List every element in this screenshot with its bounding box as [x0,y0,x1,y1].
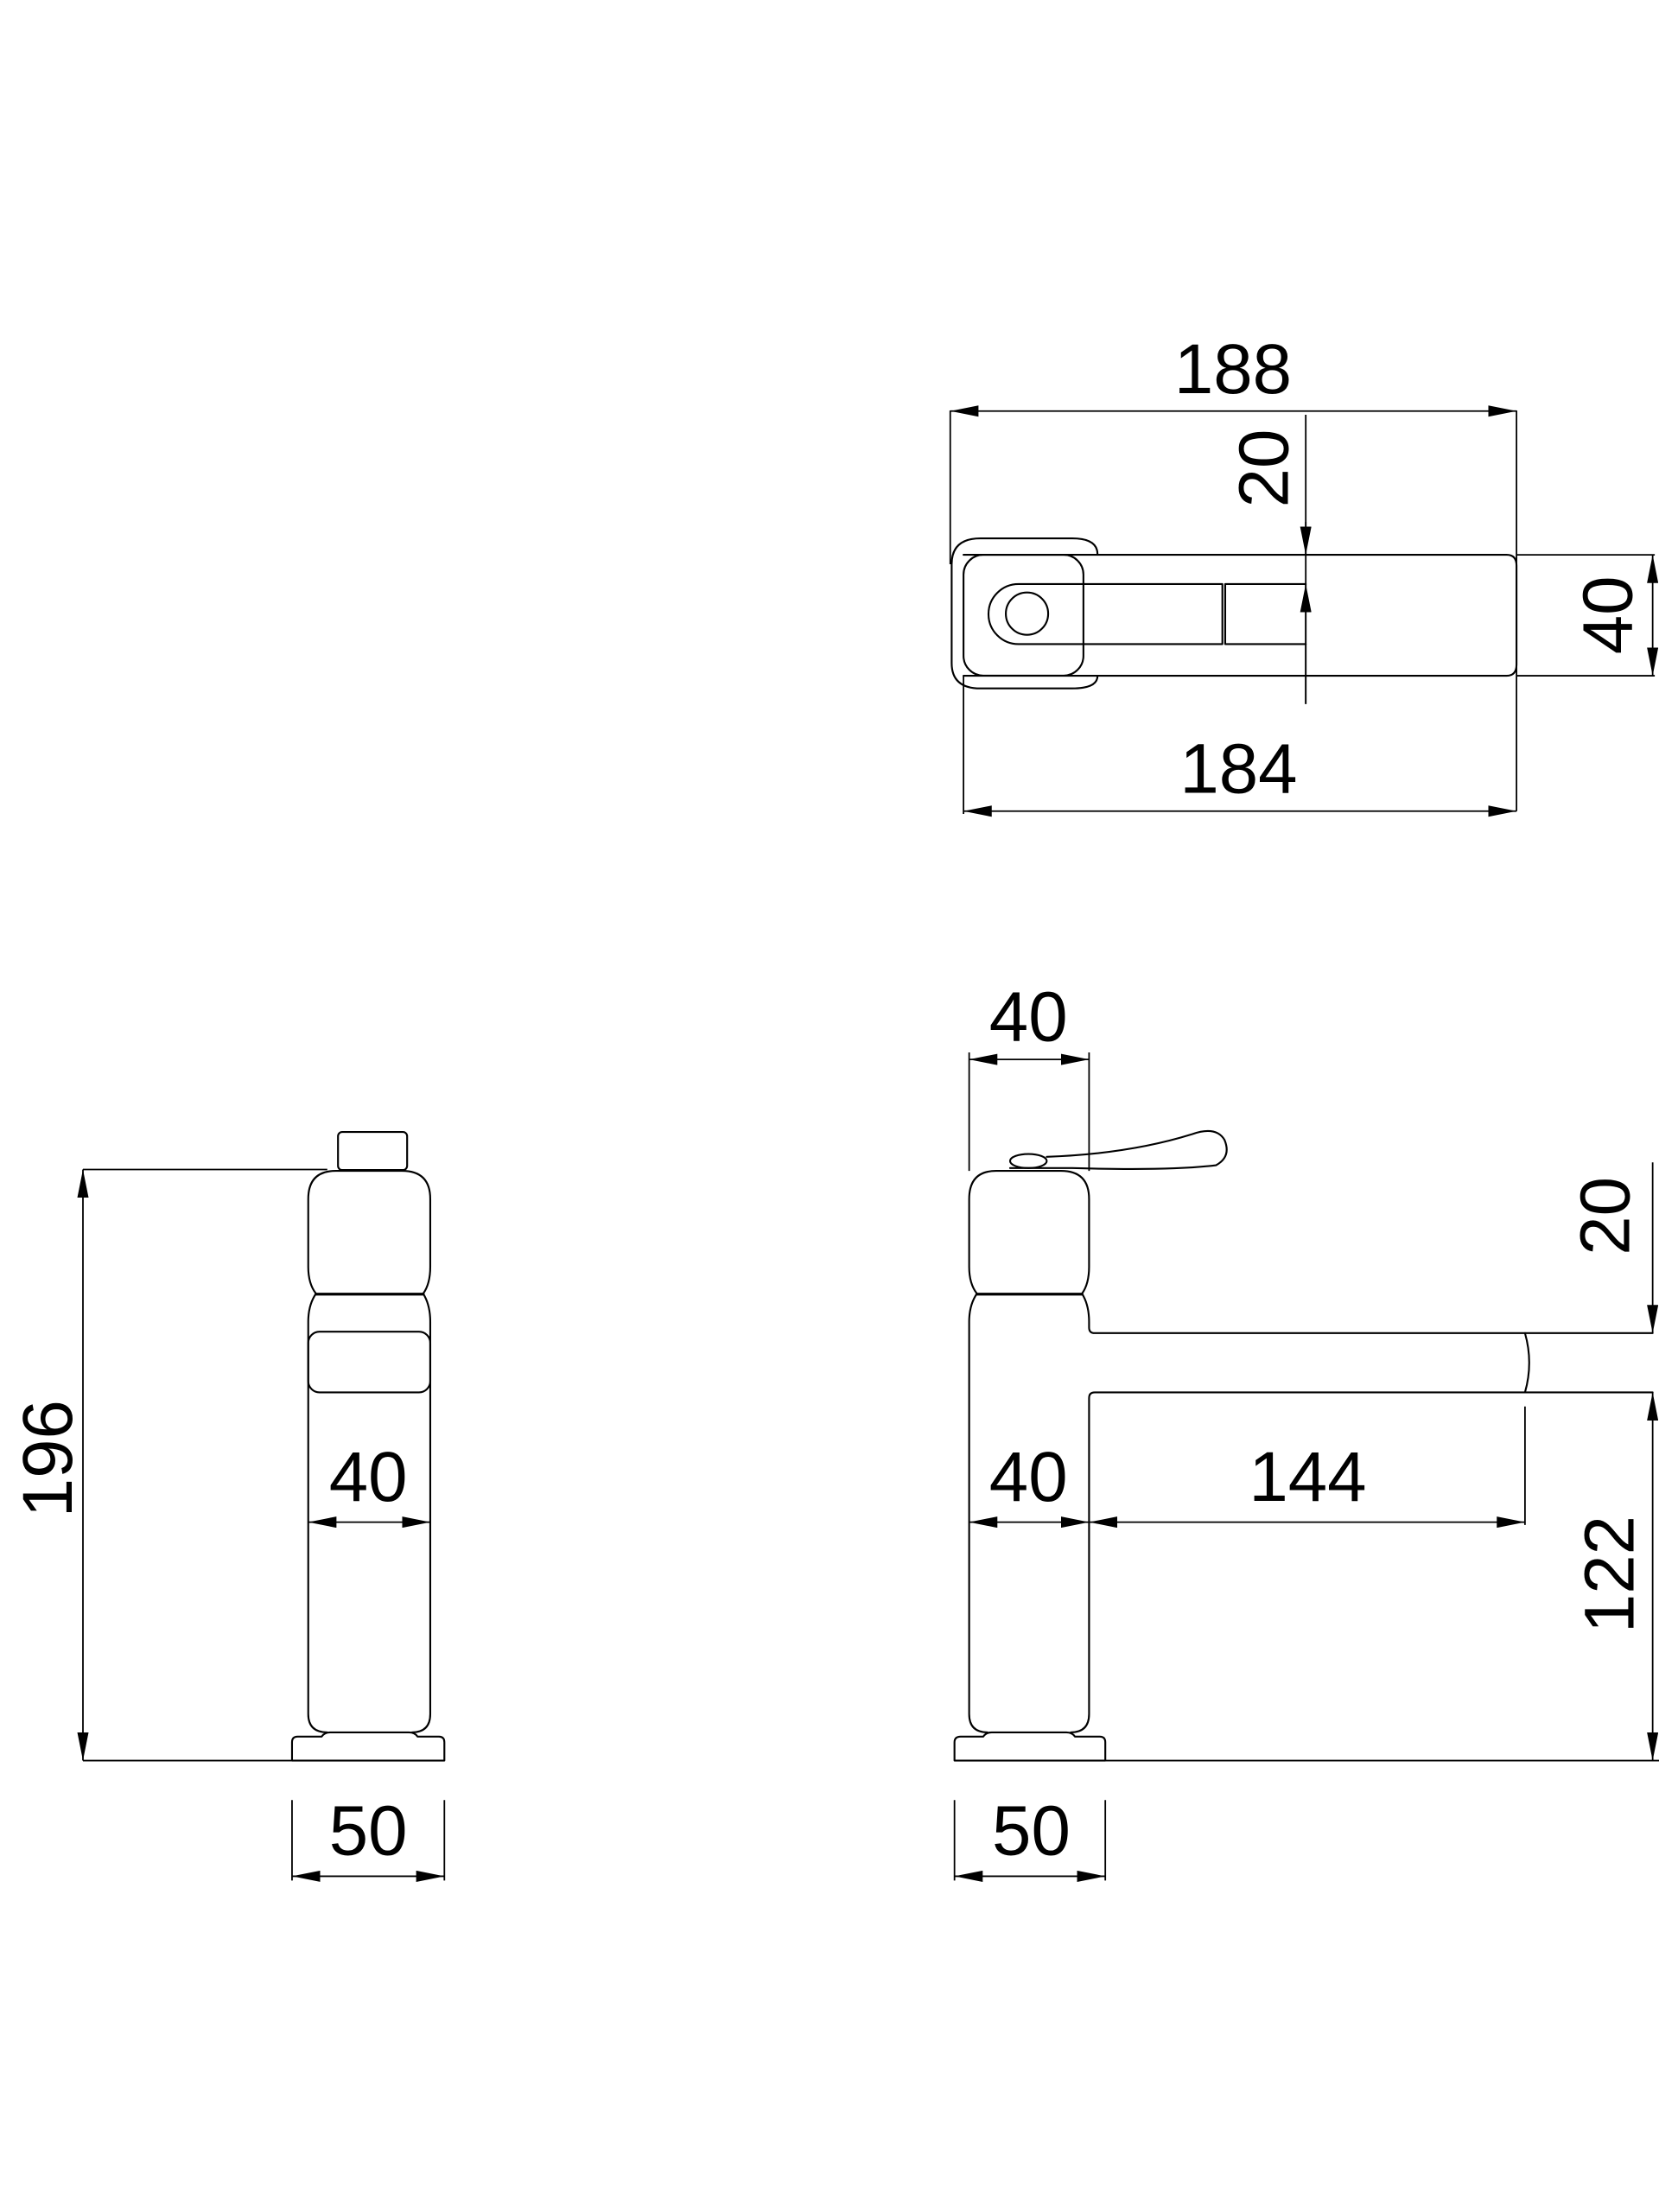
dim-40-label: 40 [329,1438,408,1516]
dim-196-label: 196 [9,1400,87,1517]
spout-end [1523,1332,1530,1394]
base-plate [953,1731,1107,1762]
dim-40-label: 40 [1569,575,1648,654]
dim-40-top-label: 40 [989,978,1068,1057]
spout-section [307,1331,432,1394]
dim-188-extensions [949,410,1517,811]
handle-base-outline [950,537,1099,690]
dim-188-label: 188 [1174,330,1292,409]
dim-50-label: 50 [329,1792,408,1871]
dim-20-label: 20 [1224,429,1303,508]
dim-196-extensions [83,1168,327,1762]
dim-40-label: 40 [989,1438,1068,1516]
dim-40-extensions [1516,554,1656,677]
lever-handle [1008,1129,1228,1170]
front-view: 40 20 122 40 144 50 [953,978,1659,1882]
spout-body-outline [963,554,1518,677]
body-lower [307,1293,432,1733]
lever-outline [988,582,1224,645]
lever-extension [1224,582,1307,645]
dim-50-label: 50 [992,1792,1071,1871]
handle-cap [337,1130,409,1172]
spout-top [1081,1293,1654,1334]
dim-122-label: 122 [1570,1516,1649,1633]
dim-144-label: 144 [1249,1438,1366,1516]
lever-knob [1008,1153,1048,1169]
side-view: 196 40 50 [9,1130,446,1882]
lever-pivot [1005,591,1050,636]
dim-20-label: 20 [1566,1177,1644,1255]
handle-base-inner [963,554,1084,677]
top-view: 188 20 40 184 [949,330,1659,817]
spout-bottom [1070,1391,1654,1733]
dim-40-top-extensions [968,1052,1090,1172]
dim-184-label: 184 [1179,729,1297,808]
dim-50-extensions [953,1800,1107,1881]
body-upper [307,1170,432,1295]
base-plate [290,1731,446,1762]
body-lower-left [968,1293,988,1733]
body-upper [968,1170,1090,1295]
dim-50-extensions [291,1800,446,1881]
